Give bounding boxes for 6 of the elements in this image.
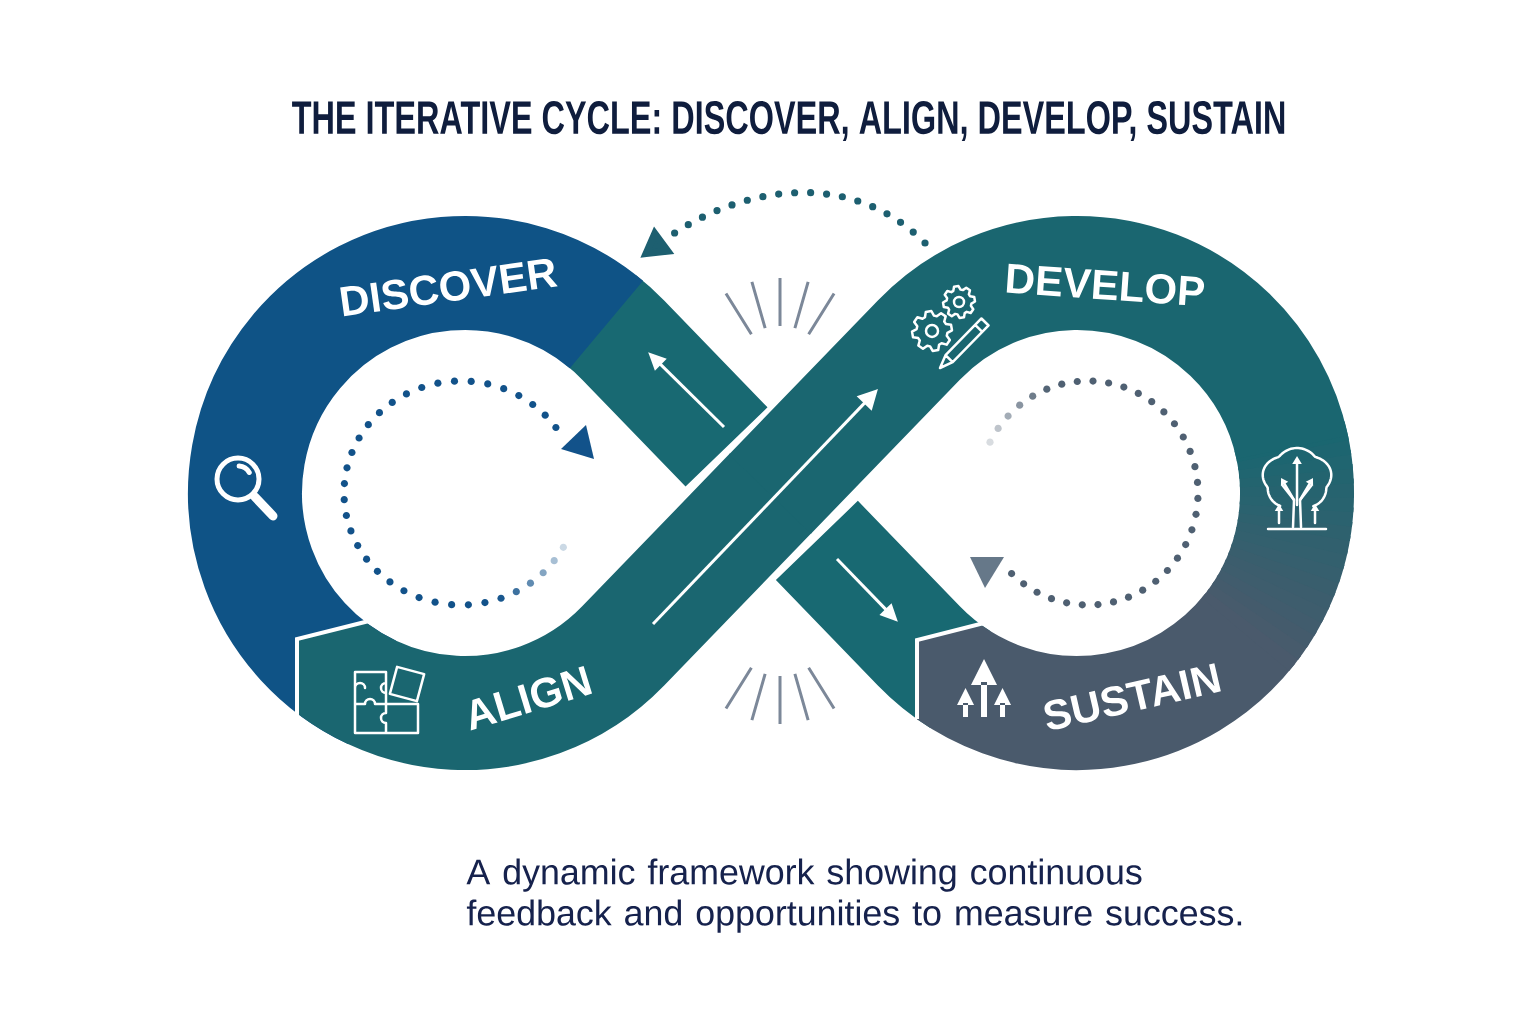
arrow (651, 389, 878, 626)
caption: A dynamic framework showing continuous feedback and opportunities to measure success. (466, 858, 1242, 933)
band-segment: SUSTAIN (915, 421, 1354, 770)
title: THE ITERATIVE CYCLE: DISCOVER, ALIGN, DEVELOP, SUSTAIN (292, 100, 1285, 142)
band-segment: ALIGN (295, 453, 812, 770)
band-segment: DEVELOP (729, 216, 1348, 534)
